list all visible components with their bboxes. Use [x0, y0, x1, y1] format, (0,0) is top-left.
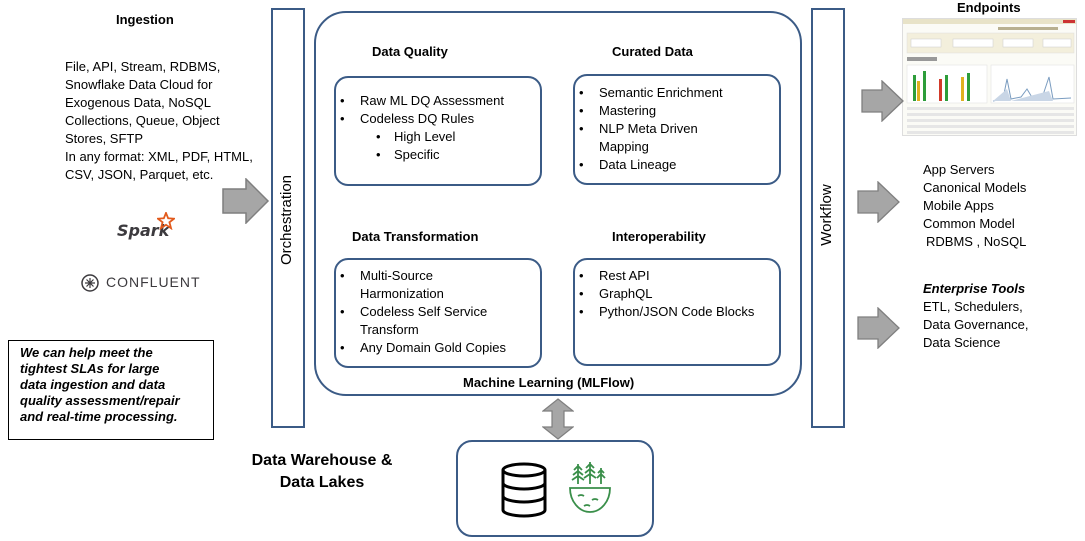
curated-data-title: Curated Data: [612, 44, 693, 59]
transformation-item-text: Multi-Source: [360, 268, 433, 283]
orchestration-label: Orchestration: [278, 174, 295, 266]
sla-note-line: and real-time processing.: [20, 409, 178, 424]
warehouse-label: Data Warehouse & Data Lakes: [222, 450, 422, 494]
transformation-item-text: Codeless Self Service: [360, 304, 488, 319]
curated-item: Semantic Enrichment: [575, 84, 779, 102]
workflow-bar: [811, 8, 845, 428]
app-servers-item: RDBMS , NoSQL: [926, 234, 1027, 249]
ingestion-title: Ingestion: [116, 12, 174, 27]
confluent-logo-text: CONFLUENT: [106, 274, 201, 290]
enterprise-tools-item: Data Science: [923, 335, 1001, 350]
interop-item: Rest API: [575, 267, 779, 285]
endpoints-title: Endpoints: [957, 0, 1021, 15]
ingestion-line: File, API, Stream, RDBMS,: [65, 59, 221, 74]
dq-item: Raw ML DQ Assessment: [336, 92, 540, 110]
interop-item: GraphQL: [575, 285, 779, 303]
sla-note-box: We can help meet the tightest SLAs for l…: [8, 340, 214, 440]
curated-item: Mastering: [575, 102, 779, 120]
endpoint-arrow-icon: [861, 80, 905, 122]
warehouse-box: [456, 440, 654, 537]
ingestion-line: In any format: XML, PDF, HTML,: [65, 149, 253, 164]
enterprise-tools: Enterprise Tools ETL, Schedulers, Data G…: [923, 280, 1083, 352]
interoperability-title: Interoperability: [612, 229, 706, 244]
transformation-item: Any Domain Gold Copies: [336, 339, 540, 357]
workflow-label: Workflow: [818, 184, 835, 246]
dashboard-thumbnail: [902, 18, 1077, 136]
data-quality-title: Data Quality: [372, 44, 448, 59]
curated-item-text: NLP Meta Driven: [599, 121, 698, 136]
ingestion-line: CSV, JSON, Parquet, etc.: [65, 167, 214, 182]
transformation-item: Multi-Source Harmonization: [336, 267, 540, 303]
ingestion-line: Stores, SFTP: [65, 131, 144, 146]
dq-subitem: Specific: [336, 146, 540, 164]
ingestion-sources: File, API, Stream, RDBMS, Snowflake Data…: [65, 58, 285, 184]
confluent-icon: [81, 274, 99, 292]
transformation-item: Codeless Self Service Transform: [336, 303, 540, 339]
enterprise-tools-item: Data Governance,: [923, 317, 1029, 332]
curated-item: NLP Meta Driven Mapping: [575, 120, 779, 156]
enterprise-tools-title: Enterprise Tools: [923, 281, 1026, 296]
curated-item-cont: Mapping: [599, 139, 649, 154]
ingestion-arrow-icon: [222, 178, 270, 224]
transformation-item-cont: Transform: [360, 322, 419, 337]
endpoint-arrow-icon: [857, 181, 901, 223]
dq-item: Codeless DQ Rules: [336, 110, 540, 128]
data-quality-panel: Raw ML DQ Assessment Codeless DQ Rules H…: [334, 76, 542, 186]
warehouse-label-line: Data Warehouse &: [251, 452, 393, 469]
ingestion-line: Snowflake Data Cloud for: [65, 77, 213, 92]
bidirectional-arrow-icon: [542, 398, 574, 440]
dq-subitem: High Level: [336, 128, 540, 146]
endpoint-arrow-icon: [857, 307, 901, 349]
sla-note-line: data ingestion and data: [20, 377, 166, 392]
app-servers-item: Canonical Models: [923, 180, 1027, 195]
data-lake-icon: [569, 462, 611, 513]
data-transformation-panel: Multi-Source Harmonization Codeless Self…: [334, 258, 542, 368]
spark-logo-text: Spark: [117, 221, 170, 240]
data-transformation-title: Data Transformation: [352, 229, 479, 244]
ingestion-line: Exogenous Data, NoSQL: [65, 95, 211, 110]
spark-star-icon: [157, 212, 175, 230]
interop-item: Python/JSON Code Blocks: [575, 303, 779, 321]
app-servers-list: App Servers Canonical Models Mobile Apps…: [923, 161, 1083, 251]
sla-note-line: quality assessment/repair: [20, 393, 180, 408]
machine-learning-label: Machine Learning (MLFlow): [463, 375, 635, 390]
warehouse-label-line: Data Lakes: [279, 474, 365, 491]
sla-note-line: tightest SLAs for large: [20, 361, 160, 376]
curated-data-panel: Semantic Enrichment Mastering NLP Meta D…: [573, 74, 781, 185]
interoperability-panel: Rest API GraphQL Python/JSON Code Blocks: [573, 258, 781, 366]
enterprise-tools-item: ETL, Schedulers,: [923, 299, 1023, 314]
spark-logo: Spark: [117, 212, 175, 251]
ingestion-line: Collections, Queue, Object: [65, 113, 220, 128]
sla-note-line: We can help meet the: [20, 345, 153, 360]
transformation-item-cont: Harmonization: [360, 286, 444, 301]
database-icon: [501, 462, 547, 518]
app-servers-item: Mobile Apps: [923, 198, 994, 213]
dashboard-preview-icon: [903, 19, 1076, 134]
app-servers-item: App Servers: [923, 162, 995, 177]
app-servers-item: Common Model: [923, 216, 1015, 231]
orchestration-bar: [271, 8, 305, 428]
curated-item: Data Lineage: [575, 156, 779, 174]
